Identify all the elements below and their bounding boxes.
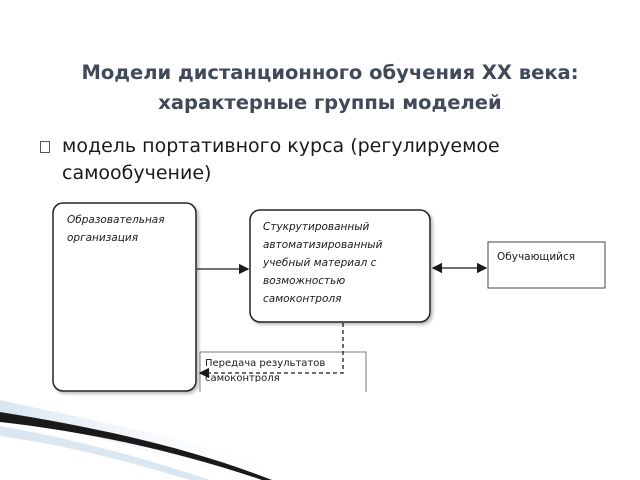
org-label-line-2: организация	[67, 232, 139, 244]
material-line-5: самоконтроля	[263, 293, 342, 305]
material-line-3: учебный материал с	[263, 257, 377, 269]
feedback-box-label: Передача результатов самоконтроля	[205, 356, 365, 382]
material-line-4: возможностью	[263, 275, 346, 287]
feedback-line-1: Передача результатов	[205, 358, 326, 369]
org-box-label: Образовательная организация	[67, 211, 192, 247]
title-line-1: Модели дистанционного обучения XX века:	[81, 61, 579, 84]
material-box	[249, 209, 431, 323]
org-box	[52, 202, 197, 392]
square-bullet-icon	[40, 141, 50, 153]
bullet-text: модель портативного курса (регулируемое …	[62, 135, 500, 184]
title-line-2: характерные группы моделей	[158, 91, 502, 114]
learner-box-label: Обучающийся	[497, 251, 576, 263]
material-line-1: Стукрутированный	[263, 221, 370, 233]
feedback-line-2: самоконтроля	[205, 373, 280, 382]
org-label-line-1: Образовательная	[67, 214, 165, 226]
learner-box	[487, 241, 606, 289]
material-box-label: Стукрутированный автоматизированный учеб…	[263, 218, 423, 308]
material-line-2: автоматизированный	[263, 239, 383, 251]
slide-title: Модели дистанционного обучения XX века: …	[30, 58, 630, 118]
dashed-feedback-arrow	[198, 323, 344, 379]
